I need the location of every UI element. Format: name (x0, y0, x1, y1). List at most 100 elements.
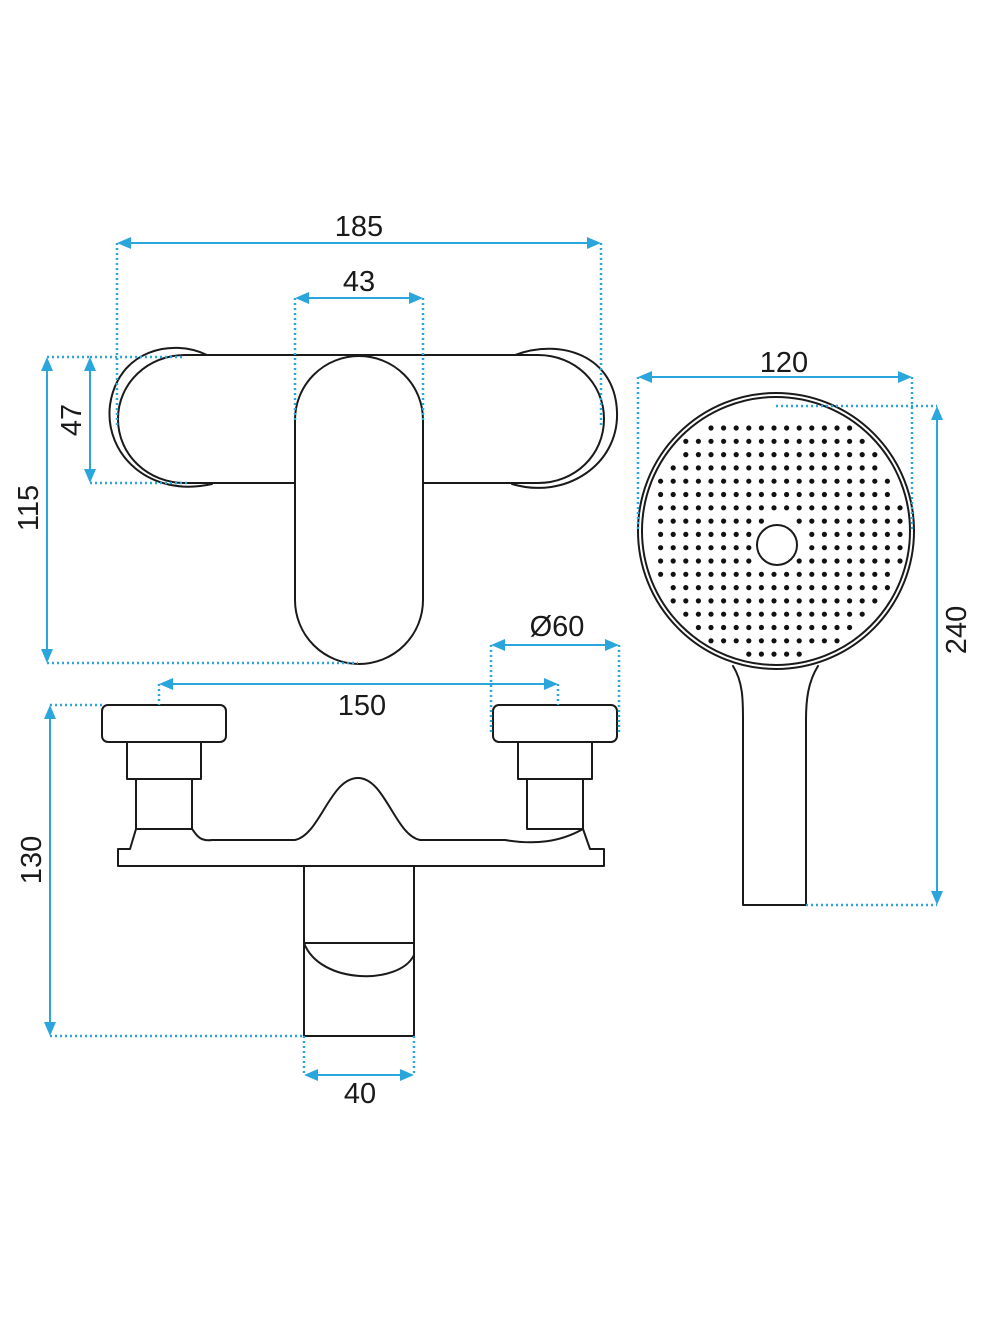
nozzle-dot (758, 478, 765, 484)
nozzle-dot (708, 465, 714, 471)
nozzle-dot (658, 558, 664, 564)
nozzle-dot (708, 425, 714, 431)
nozzle-dot (847, 438, 853, 444)
spout-curve (303, 942, 415, 978)
nozzle-dot (859, 438, 865, 444)
nozzle-dot (771, 505, 777, 511)
nozzle-dot (721, 638, 727, 644)
nozzle-dot (834, 518, 840, 524)
nozzle-dot (859, 491, 865, 498)
nozzle-dot (771, 425, 777, 431)
nozzle-dot (859, 571, 865, 577)
left-cap (101, 704, 227, 743)
hand-shower (637, 392, 915, 906)
nozzle-dot (733, 531, 739, 538)
nozzle-dot (733, 438, 739, 444)
nozzle-dot (821, 425, 828, 431)
nozzle-dot (821, 611, 828, 617)
nozzle-dot (834, 452, 840, 458)
nozzle-dot (796, 505, 802, 511)
nozzle-dot (708, 558, 714, 564)
nozzle-dot (834, 425, 840, 431)
nozzle-dot (758, 452, 765, 458)
nozzle-dot (821, 545, 828, 551)
nozzle-dot (721, 491, 727, 498)
nozzle-dot (834, 531, 840, 538)
nozzle-dot (771, 598, 777, 604)
nozzle-dot (771, 638, 777, 644)
nozzle-dot (708, 598, 714, 604)
nozzle-dot (658, 545, 664, 551)
nozzle-dot (847, 558, 853, 564)
nozzle-dot (658, 518, 664, 524)
nozzle-dot (784, 638, 790, 644)
nozzle-dot (758, 638, 765, 644)
nozzle-dot (796, 491, 802, 498)
dimension-labels: 185 43 47 115 120 240 Ø60 150 130 40 (13, 211, 973, 1110)
nozzle-dot (670, 585, 676, 591)
nozzle-dot (733, 491, 739, 498)
nozzle-dot (821, 558, 828, 564)
nozzle-dot (733, 465, 739, 471)
nozzle-dot (809, 438, 815, 444)
nozzle-dot (821, 491, 828, 498)
nozzle-dot (695, 531, 702, 538)
nozzle-dot (746, 571, 752, 577)
nozzle-dot (784, 505, 790, 511)
body-left-end (117, 354, 186, 484)
nozzle-dot (796, 425, 802, 431)
shower-center-hole (756, 524, 798, 566)
nozzle-dot (872, 491, 878, 498)
nozzle-dot (683, 505, 689, 511)
nozzle-dot (758, 438, 765, 444)
nozzle-dot (695, 585, 702, 591)
nozzle-dot (784, 651, 790, 657)
nozzle-dot (683, 545, 689, 551)
nozzle-dot (708, 478, 714, 484)
nozzle-dot (658, 505, 664, 511)
nozzle-dot (683, 491, 689, 498)
nozzle-dot (859, 518, 865, 524)
nozzle-dot (847, 518, 853, 524)
nozzle-dot (708, 491, 714, 498)
nozzle-dot (733, 558, 739, 564)
nozzle-dot (695, 624, 702, 631)
body-right-end (537, 354, 605, 484)
right-ring (517, 741, 593, 780)
nozzle-dot (809, 558, 815, 564)
dim-label-130: 130 (16, 836, 48, 884)
nozzle-dot (721, 531, 727, 538)
nozzle-dot (859, 478, 865, 484)
nozzle-dot (859, 598, 865, 604)
nozzle-dot (809, 598, 815, 604)
dim-label-47: 47 (56, 404, 88, 436)
nozzle-dot (695, 558, 702, 564)
nozzle-dot (695, 452, 702, 458)
nozzle-dot (897, 545, 903, 551)
dim-label-120: 120 (760, 347, 808, 379)
mixer-front-view (101, 704, 618, 1037)
nozzle-dot (834, 438, 840, 444)
nozzle-dot (771, 438, 777, 444)
nozzle-dot (834, 598, 840, 604)
nozzle-dot (771, 611, 777, 617)
nozzle-dot (746, 465, 752, 471)
nozzle-dot (784, 438, 790, 444)
nozzle-dot (821, 585, 828, 591)
nozzle-dot (821, 465, 828, 471)
nozzle-dot (884, 585, 891, 591)
lever-handle (294, 355, 424, 665)
nozzle-dot (872, 571, 878, 577)
nozzle-dot (733, 425, 739, 431)
nozzle-dot (721, 425, 727, 431)
nozzle-dot (695, 571, 702, 577)
nozzle-dot (809, 518, 815, 524)
nozzle-dot (746, 651, 752, 657)
nozzle-dot (847, 585, 853, 591)
left-escutcheon (108, 346, 213, 488)
nozzle-dot (809, 545, 815, 551)
spout (303, 865, 415, 1037)
dim-label-240: 240 (941, 606, 973, 654)
nozzle-dot (809, 611, 815, 617)
dimension-lines (41, 237, 943, 1081)
